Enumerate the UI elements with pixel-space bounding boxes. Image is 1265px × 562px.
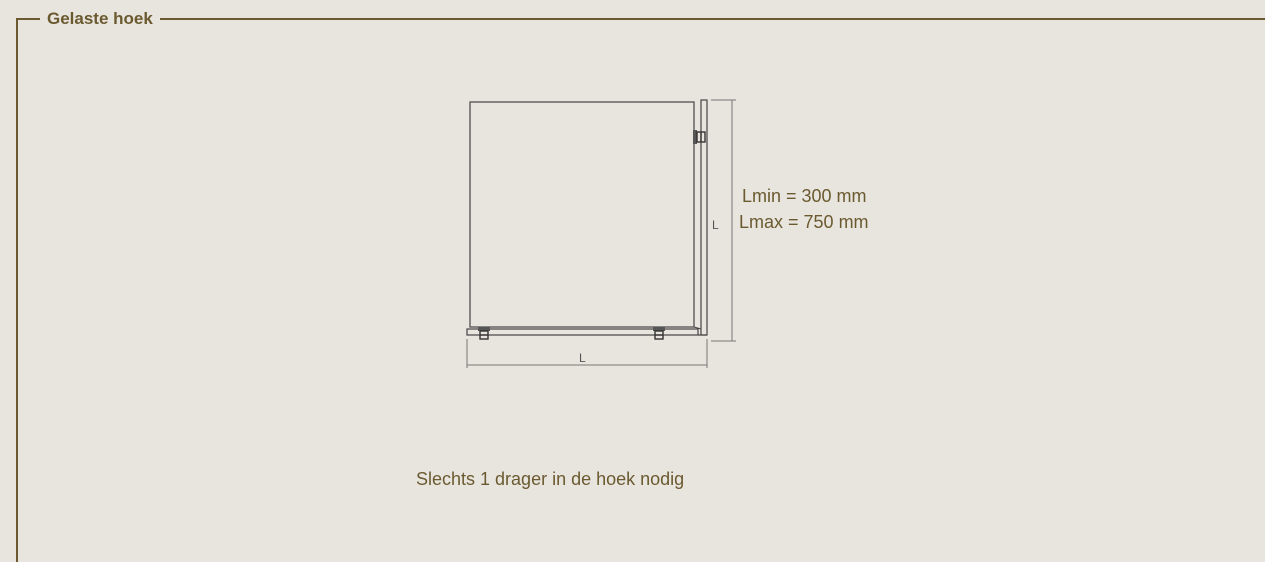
vertical-dimension-label: L	[712, 218, 719, 232]
bottom-bracket-left	[478, 327, 490, 340]
corner-horizontal-leg	[466, 328, 699, 336]
vertical-dimension	[711, 99, 736, 342]
lmax-label: Lmax = 750 mm	[739, 212, 869, 232]
side-bracket	[693, 130, 706, 144]
horizontal-dimension-label: L	[579, 351, 586, 365]
horizontal-dimension	[466, 339, 708, 368]
panel-body	[469, 101, 695, 328]
fieldset-border-top	[16, 18, 1265, 20]
corner-diagram: L L	[466, 99, 736, 368]
fieldset-border-left	[16, 18, 18, 562]
corner-vertical-leg	[700, 99, 708, 336]
lmin-label: Lmin = 300 mm	[742, 186, 867, 206]
caption-text: Slechts 1 drager in de hoek nodig	[416, 469, 685, 489]
section-title: Gelaste hoek	[40, 8, 160, 30]
bottom-bracket-right	[653, 327, 665, 340]
